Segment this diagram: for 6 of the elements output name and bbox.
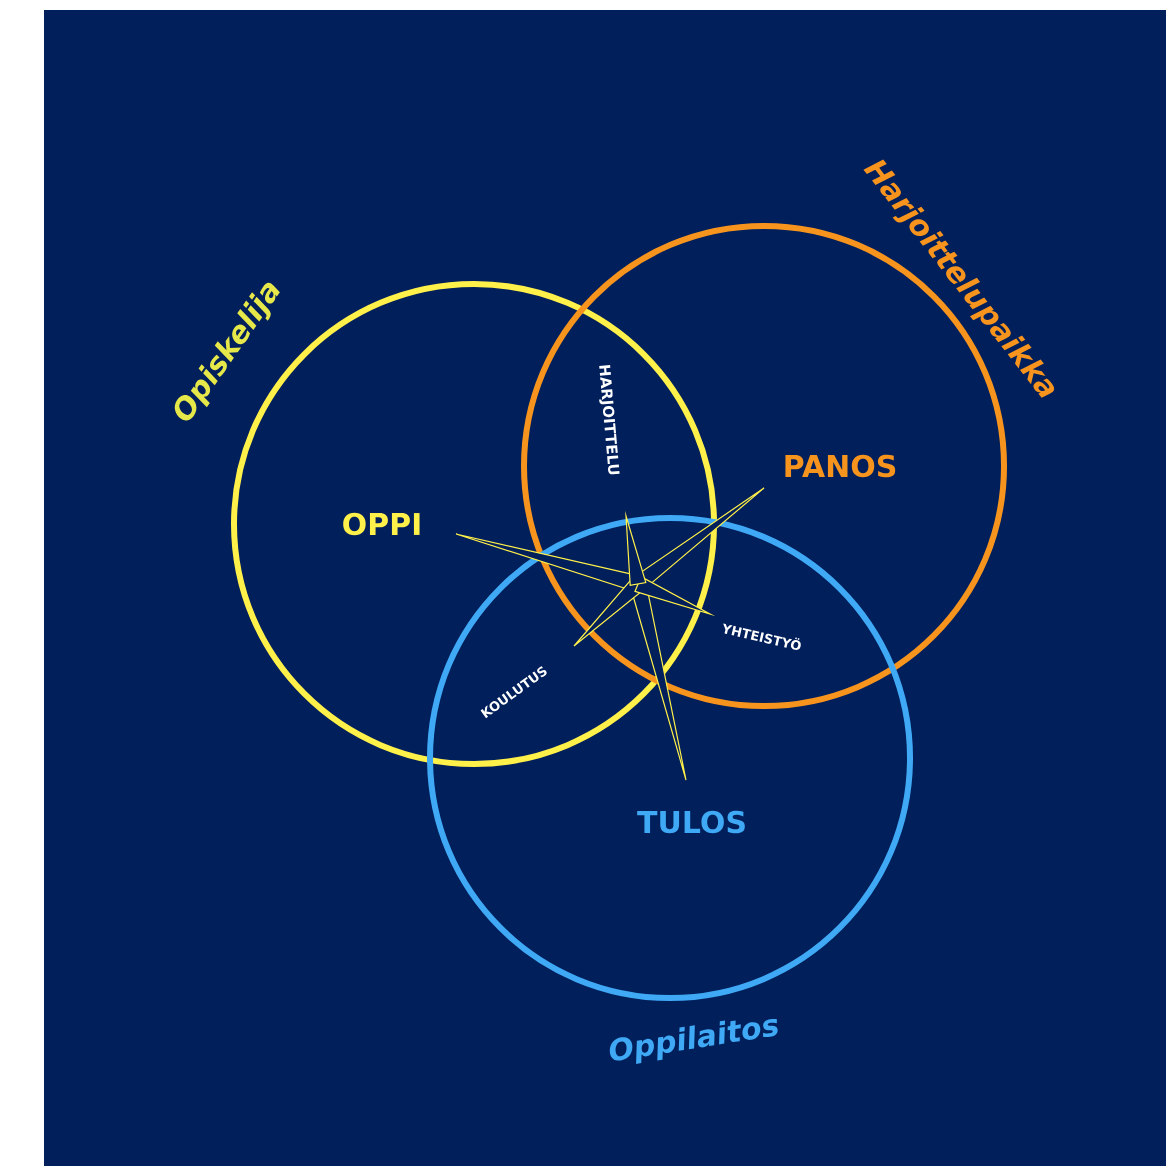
venn-circle [174,281,717,767]
circle-label: OPPI [343,512,420,536]
circle-label: PANOS [785,454,896,478]
venn-circle [427,515,913,1064]
circle-title: Oppilaitos [609,1019,778,1064]
circle-label: TULOS [637,810,745,834]
